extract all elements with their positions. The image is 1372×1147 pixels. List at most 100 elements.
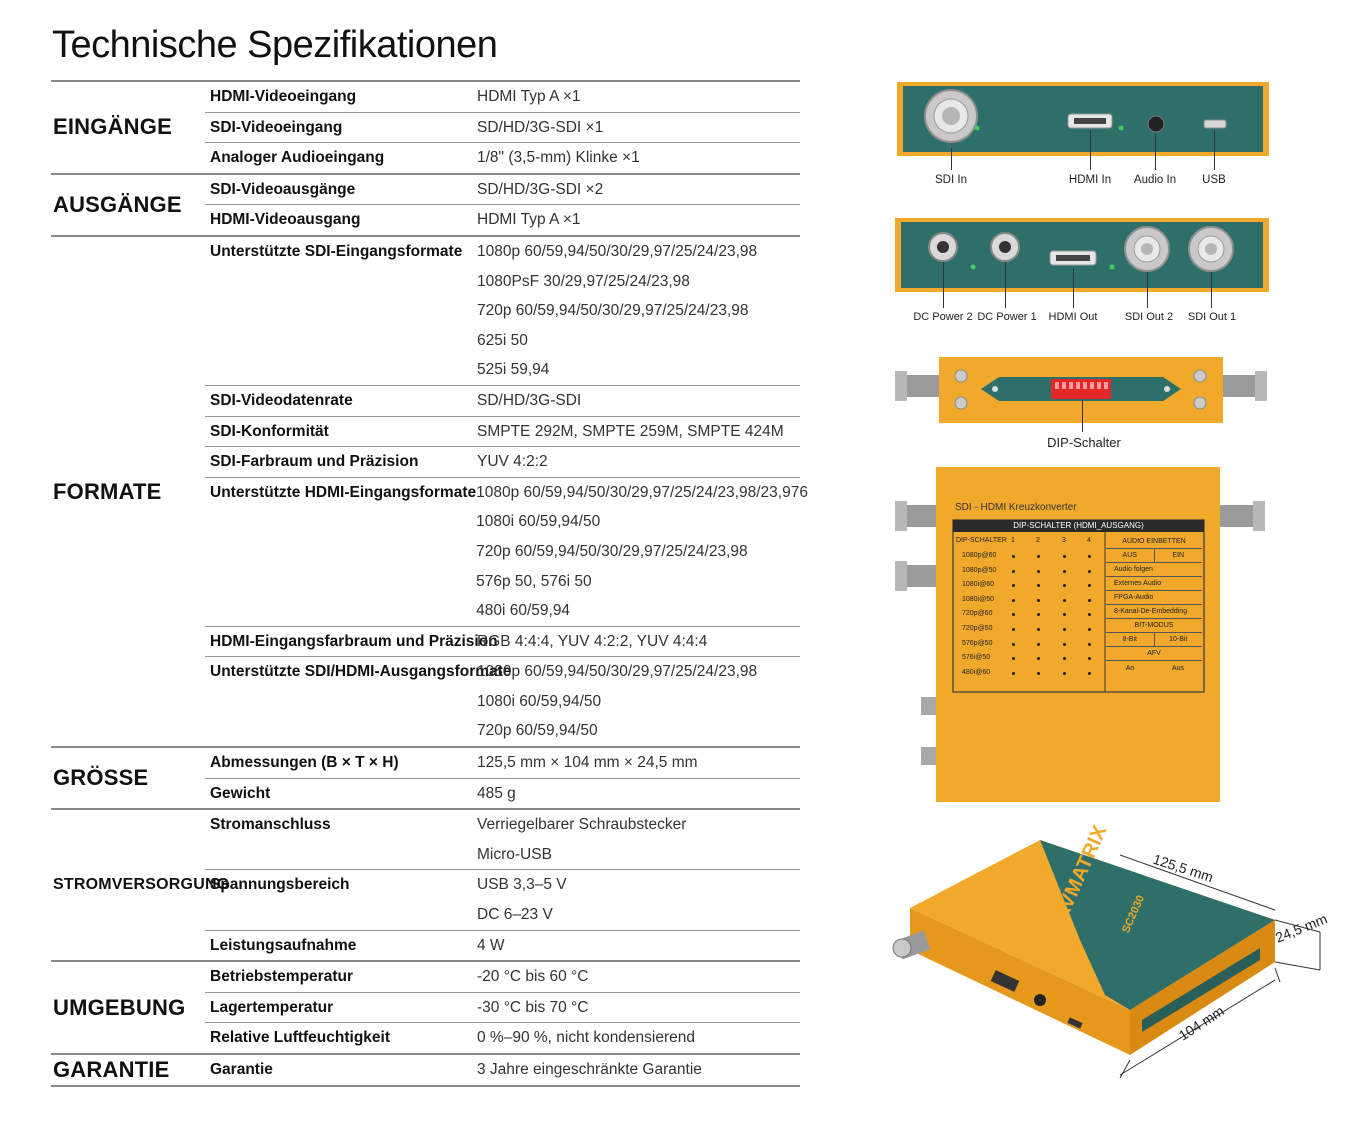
label-hdmi-out: HDMI Out [1048, 311, 1098, 323]
section-label: AUSGÄNGE [53, 191, 182, 217]
spec-name: HDMI-Videoausgang [210, 211, 361, 229]
afv-header: AFV [1106, 647, 1202, 661]
spec-value: SD/HD/3G-SDI ×1 [477, 118, 604, 136]
spec-value: 3 Jahre eingeschränkte Garantie [477, 1061, 702, 1078]
section-label: UMGEBUNG [53, 994, 186, 1020]
spec-section: STROMVERSORGUNG Stromanschluss Verriegelba… [51, 810, 800, 963]
dip-table-title: DIP-SCHALTER (HDMI_AUSGANG) [1013, 521, 1144, 530]
spec-value: 720p 60/59,94/50/30/29,97/25/24/23,98 [476, 542, 748, 560]
spec-name: HDMI-Eingangsfarbraum und Präzision [210, 632, 498, 650]
spec-row: Abmessungen (B × T × H) 125,5 mm × 104 mm… [205, 748, 800, 778]
audio-header: AUDIO EINBETTEN [1106, 535, 1202, 549]
spec-row: HDMI-Videoeingang HDMI Typ A ×1 [205, 82, 800, 112]
spec-value: 485 g [477, 784, 516, 802]
spec-value: 576p 50, 576i 50 [476, 572, 592, 590]
dip-switch-side-image [895, 357, 1267, 423]
spec-value: 125,5 mm × 104 mm × 24,5 mm [477, 754, 698, 772]
spec-value: HDMI Typ A ×1 [477, 88, 581, 105]
dip-dot [1063, 584, 1066, 588]
dip-format-label: 720p@60 [962, 610, 993, 618]
dip-format-label: 480i@60 [962, 668, 991, 676]
spec-name: Unterstützte SDI/HDMI-Ausgangsformate [210, 663, 512, 681]
dip-dot [1063, 642, 1066, 646]
section-label: FORMATE [53, 478, 162, 504]
spec-name: HDMI-Videoeingang [210, 88, 357, 105]
label-hdmi-in: HDMI In [1068, 174, 1112, 186]
spec-value: DC 6–23 V [477, 906, 553, 924]
dip-switch-number: 3 [1062, 537, 1066, 544]
label-usb: USB [1202, 174, 1226, 186]
dip-format-label: 1080p@60 [962, 552, 997, 559]
dip-switch-number: 2 [1036, 537, 1040, 544]
spec-name: SDI-Farbraum und Präzision [210, 453, 419, 471]
dip-dot [1012, 598, 1015, 602]
dip-format-label: 720p@50 [962, 625, 993, 632]
label-audio-in: Audio In [1133, 174, 1177, 186]
spec-value: 0 %–90 %, nicht kondensierend [477, 1029, 696, 1047]
dip-dot [1088, 628, 1091, 631]
spec-name: Stromanschluss [210, 816, 331, 834]
section-label: GRÖSSE [53, 765, 149, 791]
top-view-product-name: SDI - HDMI Kreuzkonverter [955, 502, 1077, 513]
dip-dot [1063, 671, 1066, 675]
label-sdi-in: SDI In [935, 174, 967, 186]
output-panel-image [895, 218, 1269, 292]
label-sdi-out-2: SDI Out 2 [1124, 311, 1174, 323]
dip-dot [1037, 555, 1040, 558]
dip-dot [1088, 584, 1091, 588]
spec-value: 720p 60/59,94/50 [477, 722, 598, 740]
dip-dot [1063, 628, 1066, 631]
dip-dot [1063, 569, 1066, 573]
spec-value: USB 3,3–5 V [477, 876, 567, 894]
spec-value: SMPTE 292M, SMPTE 259M, SMPTE 424M [477, 422, 784, 440]
dip-dot [1012, 657, 1015, 661]
spec-value: Verriegelbarer Schraubstecker [477, 816, 687, 834]
dip-dot [1037, 657, 1040, 661]
label-dip-schalter: DIP-Schalter [1047, 435, 1121, 450]
spec-value: RGB 4:4:4, YUV 4:2:2, YUV 4:4:4 [477, 632, 708, 650]
spec-row: Lagertemperatur-30 °C bis 70 °C [205, 991, 800, 1023]
spec-value: 1080i 60/59,94/50 [476, 513, 601, 531]
dip-format-label: 1080i@60 [962, 581, 995, 589]
spec-name: Betriebstemperatur [210, 968, 353, 986]
audio-row: Externes Audio [1106, 577, 1202, 591]
bit-10: 10-Bit [1169, 636, 1188, 643]
spec-value: 1080p 60/59,94/50/30/29,97/25/24/23,98 [477, 242, 758, 260]
spec-section: UMGEBUNG Betriebstemperatur-20 °C bis 60 … [51, 962, 800, 1055]
dip-switch-number: 1 [1011, 537, 1015, 544]
dip-switch-number: 4 [1087, 537, 1091, 544]
spec-row: Betriebstemperatur-20 °C bis 60 °C [205, 962, 800, 992]
label-dc-power-2: DC Power 2 [913, 311, 973, 323]
spec-value: SD/HD/3G-SDI ×2 [477, 180, 604, 198]
dip-dot [1063, 598, 1066, 602]
section-label: STROMVERSORGUNG [53, 876, 230, 894]
dip-dot [1012, 569, 1015, 573]
spec-value: 1080p 60/59,94/50/30/29,97/25/24/23,98/2… [476, 483, 808, 501]
dip-dot [1088, 671, 1091, 675]
dip-dot [1037, 628, 1040, 631]
page-title: Technische Spezifikationen [52, 24, 498, 66]
section-label: GARANTIE [53, 1056, 170, 1082]
spec-value: Micro-USB [477, 845, 552, 863]
dip-format-label: 1080p@50 [962, 566, 997, 574]
spec-name: Abmessungen (B × T × H) [210, 754, 399, 772]
dip-dot [1037, 584, 1040, 588]
spec-value: 625i 50 [477, 331, 528, 349]
spec-value: 480i 60/59,94 [476, 602, 571, 620]
bit-8: 8-Bit [1106, 633, 1155, 646]
afv-an: An [1125, 665, 1135, 672]
